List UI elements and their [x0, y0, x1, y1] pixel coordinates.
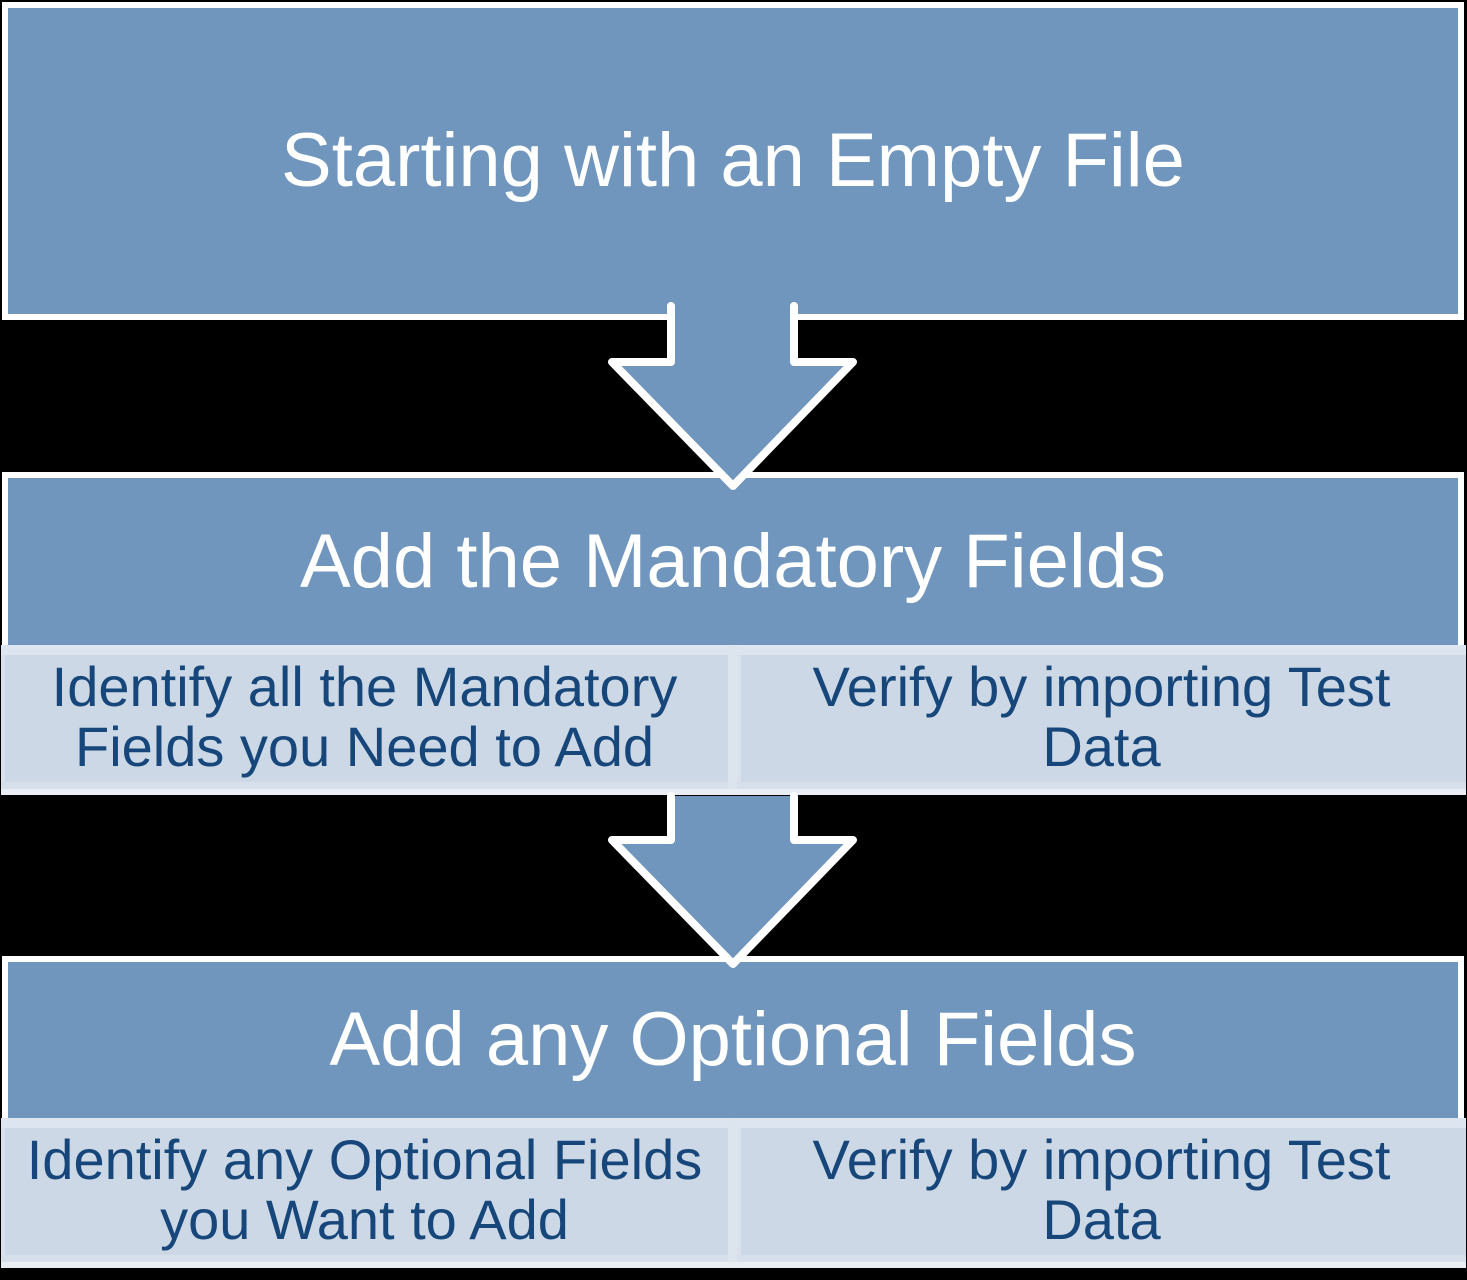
step3-substep-right-label: Verify by importing Test Data [812, 1128, 1391, 1251]
substep-divider [728, 645, 737, 789]
arrow-down-icon [608, 792, 857, 968]
step1-box [2, 2, 1464, 320]
step3-substep-left-label: Identify any Optional Fields you Want to… [26, 1128, 703, 1251]
step2-substep-right-box: Verify by importing Test Data [737, 645, 1466, 789]
step2-substep-left-box: Identify all the Mandatory Fields you Ne… [1, 645, 728, 789]
step3-title: Add any Optional Fields [329, 997, 1137, 1083]
step2-box [2, 472, 1464, 645]
step2-substep-row: Identify all the Mandatory Fields you Ne… [1, 645, 1466, 795]
step3-substep-left-box: Identify any Optional Fields you Want to… [1, 1118, 728, 1262]
step2-title: Add the Mandatory Fields [299, 518, 1167, 604]
arrow-down-icon [608, 302, 857, 490]
step3-box [2, 956, 1464, 1118]
substep-divider [728, 1118, 737, 1262]
step1-title: Starting with an Empty File [281, 118, 1185, 204]
step2-substep-right-label: Verify by importing Test Data [812, 655, 1391, 778]
step3-substep-row: Identify any Optional Fields you Want to… [1, 1118, 1466, 1268]
step3-substep-right-box: Verify by importing Test Data [737, 1118, 1466, 1262]
step2-substep-left-label: Identify all the Mandatory Fields you Ne… [51, 655, 678, 778]
